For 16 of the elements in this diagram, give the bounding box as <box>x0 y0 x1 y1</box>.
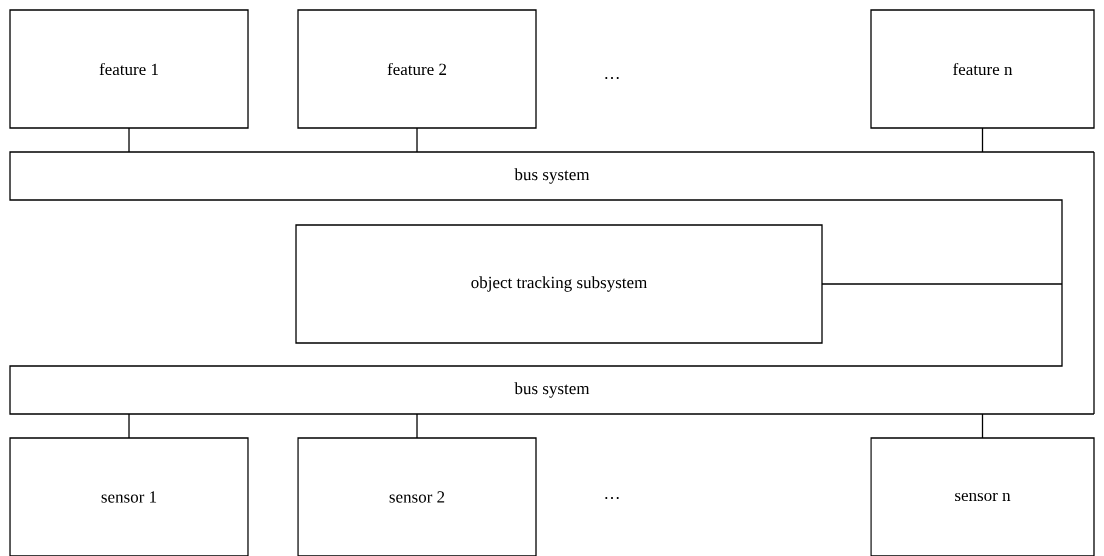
component-box: sensor n <box>870 437 1095 556</box>
connector-line <box>128 127 130 153</box>
connector-line <box>416 127 418 153</box>
connector-line <box>416 413 418 439</box>
component-box: feature 1 <box>9 9 249 129</box>
component-box: feature 2 <box>297 9 537 129</box>
component-box: sensor 2 <box>297 437 537 556</box>
connector-line <box>981 413 984 439</box>
connector-line <box>981 127 984 153</box>
connector-line <box>821 283 1063 285</box>
component-box: feature n <box>870 9 1095 129</box>
ellipsis-label: … <box>605 497 619 499</box>
connector-line <box>128 413 130 439</box>
component-box: sensor 1 <box>9 437 249 556</box>
component-box: object tracking subsystem <box>295 224 823 344</box>
ellipsis-label: … <box>605 77 619 79</box>
